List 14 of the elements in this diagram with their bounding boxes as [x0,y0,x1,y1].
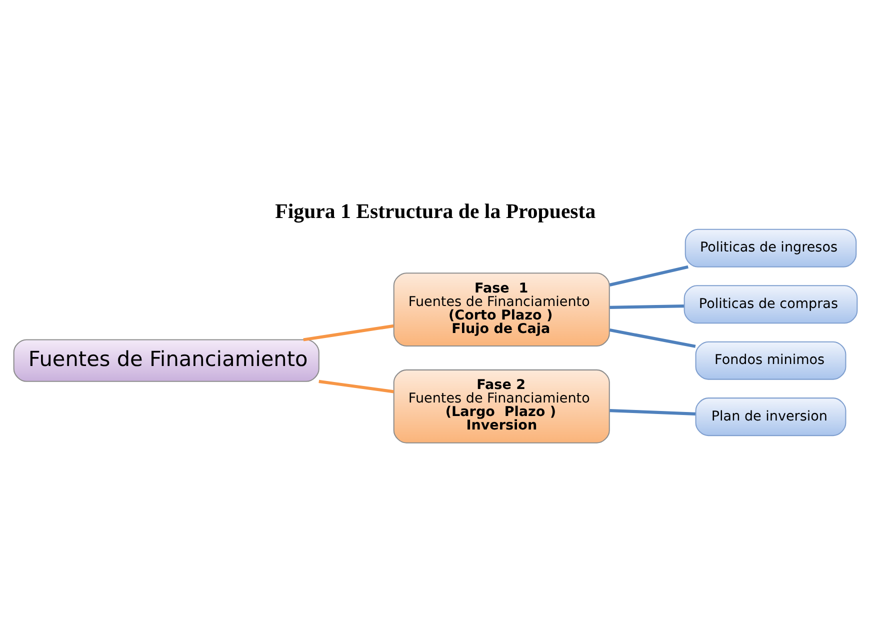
connector [610,304,684,310]
node-box: Fase 1 Fuentes de Financiamiento (Corto Plazo ) Flujo de Caja [393,272,610,347]
connector [318,380,394,394]
node-box: Fase 2 Fuentes de Financiamiento (Largo Plazo ) Inversion [393,369,610,444]
node-box: Fondos minimos [695,341,846,380]
diagram-title: Figura 1 Estructura de la Propuesta [275,198,596,223]
node-box: Politicas de compras [684,285,858,324]
connector [609,265,688,286]
connector [303,324,394,342]
connector [609,328,696,348]
node-box: Plan de inversion [695,398,846,436]
connector [610,409,696,416]
node-box: Fuentes de Financiamiento [13,339,320,382]
node-box: Politicas de ingresos [684,228,857,268]
